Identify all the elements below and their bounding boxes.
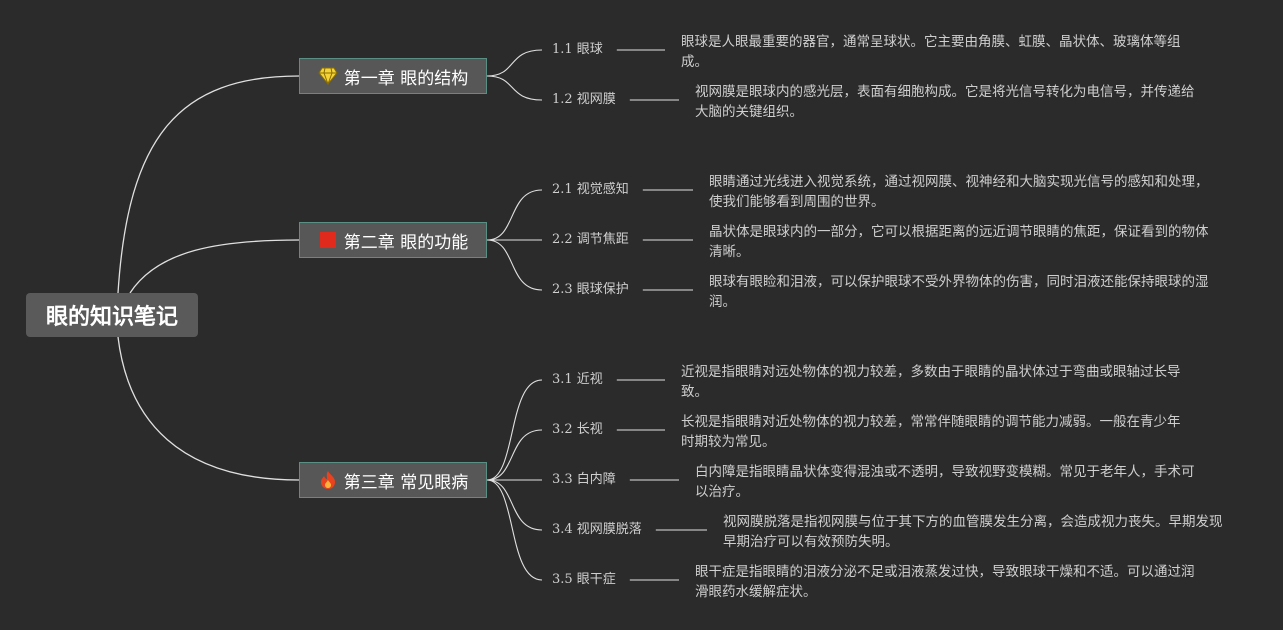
chapter-title: 第三章 常见眼病 <box>343 472 469 493</box>
fire-icon <box>318 470 338 490</box>
topic-label[interactable]: 1.1 眼球 <box>552 42 603 57</box>
topic-description: 近视是指眼睛对远处物体的视力较差，多数由于眼睛的晶状体过于弯曲或眼轴过长导致。 <box>681 364 1181 400</box>
topic-label[interactable]: 3.3 白内障 <box>552 472 616 487</box>
topic-label[interactable]: 1.2 视网膜 <box>552 92 616 107</box>
edge-chapter-3-topic-4 <box>486 479 543 531</box>
topic-description: 视网膜脱落是指视网膜与位于其下方的血管膜发生分离，会造成视力丧失。早期发现早期治… <box>723 514 1223 550</box>
topic-label[interactable]: 3.2 长视 <box>552 422 603 437</box>
topic-label[interactable]: 3.5 眼干症 <box>552 572 616 587</box>
edge-chapter-3-topic-1 <box>486 379 543 481</box>
edge-chapter-2-topic-3 <box>486 239 543 291</box>
topic-label[interactable]: 2.2 调节焦距 <box>552 232 629 247</box>
diamond-icon <box>318 66 338 86</box>
topic-description: 白内障是指眼睛晶状体变得混浊或不透明，导致视野变模糊。常见于老年人，手术可以治疗… <box>695 464 1195 500</box>
topic-description: 眼干症是指眼睛的泪液分泌不足或泪液蒸发过快，导致眼球干燥和不适。可以通过润滑眼药… <box>695 564 1195 600</box>
edge-chapter-3-topic-2 <box>486 429 543 481</box>
edge-chapter-1-topic-1 <box>486 49 543 77</box>
edge-root-to-chapter-1 <box>117 75 300 294</box>
red-square-icon <box>318 230 338 250</box>
topic-label[interactable]: 2.1 视觉感知 <box>552 182 629 197</box>
topic-label[interactable]: 3.1 近视 <box>552 372 603 387</box>
edge-chapter-2-topic-1 <box>486 189 543 241</box>
edge-root-to-chapter-2 <box>129 239 300 294</box>
edge-chapter-3-topic-5 <box>486 479 543 581</box>
topic-description: 晶状体是眼球内的一部分，它可以根据距离的远近调节眼睛的焦距，保证看到的物体清晰。 <box>709 224 1209 260</box>
root-title: 眼的知识笔记 <box>45 305 178 330</box>
chapter-title: 第二章 眼的功能 <box>343 232 469 253</box>
topic-label[interactable]: 2.3 眼球保护 <box>552 282 629 297</box>
chapter-node-3[interactable]: 第三章 常见眼病 <box>299 462 487 498</box>
chapter-node-1[interactable]: 第一章 眼的结构 <box>299 58 487 94</box>
chapter-title: 第一章 眼的结构 <box>343 68 469 89</box>
edge-chapter-1-topic-2 <box>486 75 543 101</box>
edge-root-to-chapter-3 <box>117 336 300 481</box>
topic-description: 眼球是人眼最重要的器官，通常呈球状。它主要由角膜、虹膜、晶状体、玻璃体等组成。 <box>681 34 1181 70</box>
topic-description: 眼睛通过光线进入视觉系统，通过视网膜、视神经和大脑实现光信号的感知和处理，使我们… <box>709 174 1209 210</box>
topic-description: 眼球有眼睑和泪液，可以保护眼球不受外界物体的伤害，同时泪液还能保持眼球的湿润。 <box>709 274 1209 310</box>
topic-description: 长视是指眼睛对近处物体的视力较差，常常伴随眼睛的调节能力减弱。一般在青少年时期较… <box>681 414 1181 450</box>
topic-label[interactable]: 3.4 视网膜脱落 <box>552 522 642 537</box>
root-node[interactable]: 眼的知识笔记 <box>26 293 198 337</box>
chapter-node-2[interactable]: 第二章 眼的功能 <box>299 222 487 258</box>
topic-description: 视网膜是眼球内的感光层，表面有细胞构成。它是将光信号转化为电信号，并传递给大脑的… <box>695 84 1195 120</box>
